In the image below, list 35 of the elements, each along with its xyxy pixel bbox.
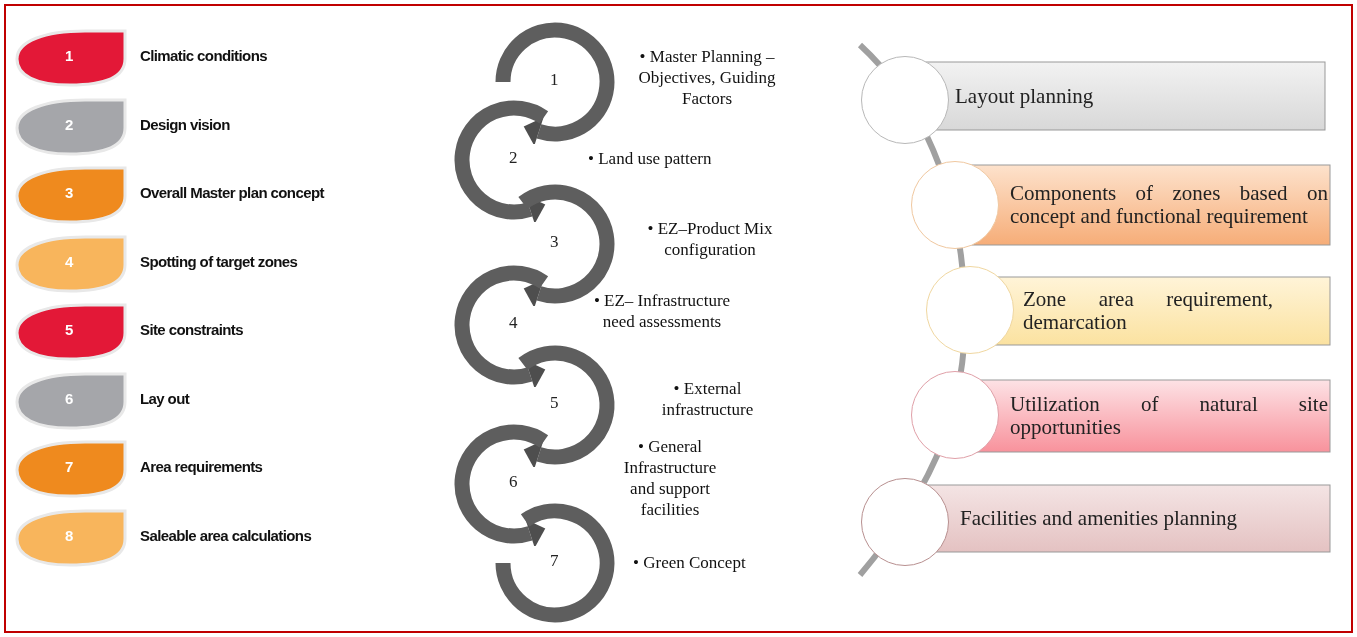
bar-text: Facilities and amenities planning bbox=[960, 507, 1239, 530]
bullet-text: • EZ–Product Mix configuration bbox=[646, 218, 774, 260]
step-number: 3 bbox=[550, 232, 559, 252]
step-number: 8 bbox=[65, 526, 74, 544]
step-label: Design vision bbox=[140, 115, 230, 133]
bar-text: Utilization of natural site opportunities bbox=[1010, 393, 1328, 439]
step-number: 5 bbox=[550, 393, 559, 413]
step-number: 3 bbox=[65, 184, 74, 201]
bullet-text: • Master Planning – Objectives, Guiding Factors bbox=[637, 46, 777, 109]
step-label: Area requirements bbox=[140, 458, 263, 475]
step-number: 4 bbox=[65, 252, 74, 270]
bar-text: Zone area requirement, demarcation bbox=[1023, 288, 1273, 334]
step-label: Lay out bbox=[140, 389, 190, 407]
step-label: Overall Master plan concept bbox=[140, 184, 324, 201]
step-number: 6 bbox=[65, 389, 74, 407]
bullet-text: • General Infrastructure and support facilities bbox=[622, 436, 718, 520]
step-number: 4 bbox=[509, 313, 518, 333]
step-number: 1 bbox=[550, 70, 559, 90]
step-label: Climatic conditions bbox=[140, 47, 267, 64]
bullet-text: • Green Concept bbox=[633, 552, 746, 573]
step-number: 2 bbox=[509, 148, 518, 168]
step-number: 7 bbox=[65, 458, 74, 475]
step-number: 5 bbox=[65, 321, 74, 338]
step-number: 1 bbox=[65, 47, 74, 64]
step-label: Spotting of target zones bbox=[140, 252, 298, 270]
bar-text: Components of zones based on concept and functional requirement bbox=[1010, 182, 1328, 228]
step-number: 7 bbox=[550, 551, 559, 571]
bullet-text: • EZ– Infrastructure need assessments bbox=[592, 290, 732, 332]
bullet-text: • Land use pattern bbox=[588, 148, 712, 169]
step-number: 6 bbox=[509, 472, 518, 492]
step-number: 2 bbox=[65, 115, 74, 133]
bullet-text: • External infrastructure bbox=[660, 378, 755, 420]
step-label: Site constraints bbox=[140, 321, 243, 338]
step-label: Saleable area calculations bbox=[140, 526, 312, 544]
bar-text: Layout planning bbox=[955, 84, 1095, 108]
